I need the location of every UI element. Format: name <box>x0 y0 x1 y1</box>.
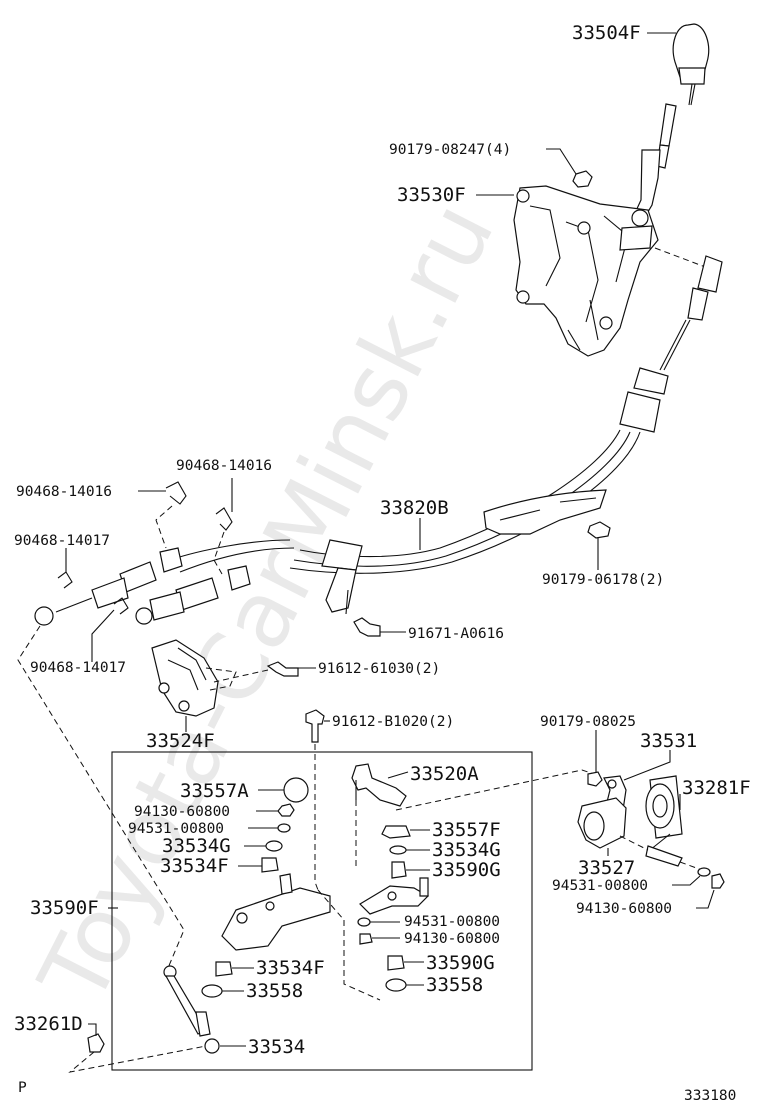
nut-94130-60800-b <box>711 873 725 889</box>
nut-90179-06178 <box>587 521 611 539</box>
label-91612-61030: 91612-61030(2) <box>318 661 440 677</box>
bushing-33534F-a <box>261 857 279 873</box>
bolt-91612-B1020 <box>305 709 325 743</box>
label-33281F: 33281F <box>682 777 751 799</box>
bushing-33558-b <box>385 978 407 992</box>
label-33530F: 33530F <box>397 184 466 206</box>
washer-94531-00800-c <box>357 917 371 927</box>
ball-33557A <box>283 777 309 803</box>
nut-90179-08247 <box>572 170 593 188</box>
label-94130-60800-c: 94130-60800 <box>404 931 500 947</box>
leader-33261D <box>88 1023 97 1036</box>
dashed-line-bracket-cable <box>654 247 709 269</box>
bushing-33534F-b <box>215 961 233 977</box>
label-91612-B1020: 91612-B1020(2) <box>332 714 454 730</box>
label-90179-08247: 90179-08247(4) <box>389 142 511 158</box>
leader-94531-00800-b <box>672 875 701 886</box>
leader-94130-60800-b <box>696 889 715 909</box>
bushing-33590G-a <box>391 861 407 879</box>
label-33527: 33527 <box>578 857 635 879</box>
dashed-line-clip-a <box>155 505 173 549</box>
leader-33531 <box>623 750 671 781</box>
label-90468-14016-b: 90468-14016 <box>176 458 272 474</box>
label-94531-00800-a: 94531-00800 <box>128 821 224 837</box>
subassembly-box <box>111 751 533 1071</box>
label-33504F: 33504F <box>572 22 641 44</box>
bolt-91671-A0616 <box>353 617 381 637</box>
dashed-line-91612-B1020 <box>314 744 319 891</box>
bellcrank-33527 <box>577 797 627 849</box>
leader-90468-14017-b <box>91 609 115 662</box>
label-33531: 33531 <box>640 730 697 752</box>
dashed-line-33527-pin <box>619 835 703 871</box>
bushing-33534G-a <box>265 840 283 852</box>
shaft-33520A <box>351 763 407 807</box>
clip-33261D <box>87 1033 105 1053</box>
pin-33527 <box>645 845 683 867</box>
cable-bracket-33524F <box>151 639 219 717</box>
label-90468-14016-a: 90468-14016 <box>16 484 112 500</box>
dashed-line-33261D <box>68 1045 207 1073</box>
label-94531-00800-b: 94531-00800 <box>552 878 648 894</box>
label-33261D: 33261D <box>14 1013 83 1035</box>
washer-94531-00800-a <box>277 823 291 833</box>
label-33534F-a: 33534F <box>160 855 229 877</box>
label-94531-00800-c: 94531-00800 <box>404 914 500 930</box>
label-33558-b: 33558 <box>426 974 483 996</box>
leader-33520A <box>387 771 409 779</box>
shift-cable-assy <box>169 255 723 615</box>
label-33557A: 33557A <box>180 780 249 802</box>
label-90468-14017-a: 90468-14017 <box>14 533 110 549</box>
label-33590G-a: 33590G <box>432 859 501 881</box>
clip-90468-14017-a <box>57 571 73 589</box>
label-33534G-b: 33534G <box>432 839 501 861</box>
label-90468-14017-b: 90468-14017 <box>30 660 126 676</box>
label-33590G-b: 33590G <box>426 952 495 974</box>
label-33534G-a: 33534G <box>162 835 231 857</box>
label-33520A: 33520A <box>410 763 479 785</box>
clip-90468-14016-b <box>215 507 233 531</box>
watermark: Toyota-CarMinsk.ru <box>19 186 515 1021</box>
shift-knob <box>672 23 710 106</box>
label-33558-a: 33558 <box>246 980 303 1002</box>
washer-94531-00800-b <box>697 867 711 877</box>
dashed-line-33524F <box>205 667 237 691</box>
label-90179-08025: 90179-08025 <box>540 714 636 730</box>
nut-94130-60800-c <box>359 933 373 945</box>
label-33524F: 33524F <box>146 730 215 752</box>
label-33590F: 33590F <box>30 897 99 919</box>
label-33820B: 33820B <box>380 497 449 519</box>
cap-33557F <box>381 825 411 839</box>
label-94130-60800-b: 94130-60800 <box>576 901 672 917</box>
corner-marker: P <box>18 1080 27 1096</box>
label-90179-06178: 90179-06178(2) <box>542 572 664 588</box>
clip-90468-14016-a <box>165 481 187 505</box>
nut-94130-60800-a <box>277 803 295 817</box>
clip-90468-14017-b <box>113 597 129 615</box>
shift-lever-plate <box>221 873 331 951</box>
figure-number: 333180 <box>684 1088 736 1104</box>
dashed-line-box-vertical <box>343 800 381 1001</box>
rod-33590F <box>163 965 220 1054</box>
cable-end-lower <box>135 565 251 625</box>
label-94130-60800-a: 94130-60800 <box>134 804 230 820</box>
dashed-line-box-plate <box>317 889 345 921</box>
label-91671-A0616: 91671-A0616 <box>408 626 504 642</box>
dashed-line-clip-b <box>213 531 225 575</box>
label-33534F-b: 33534F <box>256 957 325 979</box>
selector-lever <box>359 877 429 915</box>
bearing-33281F <box>645 775 683 839</box>
bolt-91612-61030 <box>266 661 299 677</box>
label-33557F: 33557F <box>432 819 501 841</box>
bushing-33534G-b <box>389 845 407 855</box>
bushing-33558-a <box>201 984 223 998</box>
dashed-line-cable-to-rod <box>17 625 185 969</box>
leader-90179-08247 <box>546 148 577 175</box>
nut-90179-08025 <box>587 771 603 787</box>
shift-bracket <box>513 185 659 357</box>
bushing-33590G-b <box>387 955 405 971</box>
label-33534: 33534 <box>248 1036 305 1058</box>
